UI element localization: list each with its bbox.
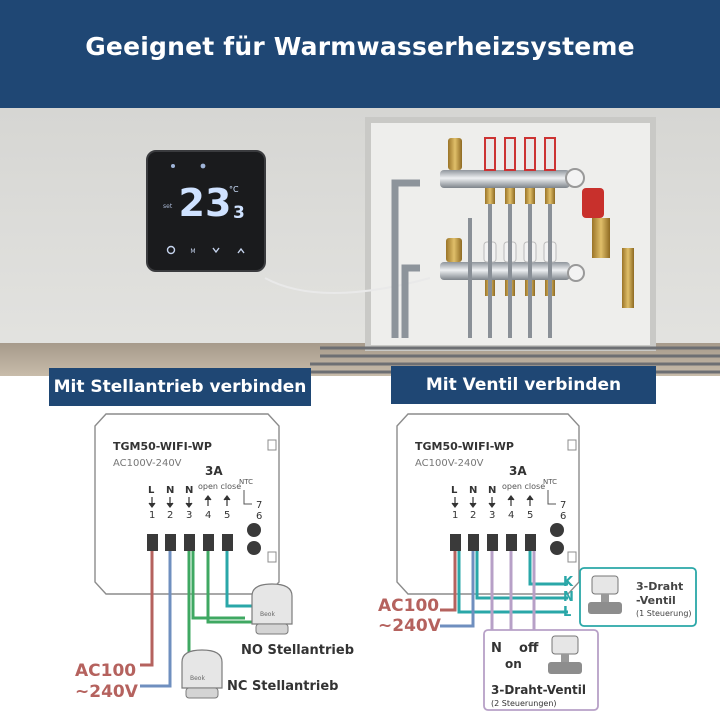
left-terminal-L: L xyxy=(148,485,155,496)
right-supply-line1: AC100 xyxy=(378,596,439,616)
right-terminal-num-1: 1 xyxy=(452,510,458,521)
circulation-pump xyxy=(582,188,634,308)
left-wire-N xyxy=(140,551,172,688)
right-terminal-num-2: 2 xyxy=(470,510,476,521)
left-terminal-num-1: 1 xyxy=(149,510,155,521)
valve1-sub: (1 Steuerung) xyxy=(636,609,692,618)
right-ntc-label: NTC xyxy=(543,478,557,486)
page-title: Geeignet für Warmwasserheizsysteme xyxy=(85,32,635,61)
right-terminal-num-4: 4 xyxy=(508,510,514,521)
nc-actuator-brand: Beok xyxy=(190,675,205,682)
flame-icon xyxy=(200,163,206,169)
thermostat-set-label: set xyxy=(163,203,173,210)
left-terminal-N1: N xyxy=(166,485,174,496)
left-terminal-num-2: 2 xyxy=(167,510,173,521)
left-wire-4 xyxy=(206,551,255,624)
valve-terminal-N: N xyxy=(563,590,574,605)
power-icon xyxy=(166,245,176,255)
header-banner: Geeignet für Warmwasserheizsysteme xyxy=(0,0,720,108)
thermostat-device: 23 3 °C set M xyxy=(146,150,266,272)
right-model-label: TGM50-WIFI-WP xyxy=(415,440,514,453)
no-actuator-brand: Beok xyxy=(260,611,275,618)
left-ntc-label: NTC xyxy=(239,478,253,486)
no-actuator-label: NO Stellantrieb xyxy=(241,643,354,658)
thermostat-unit: °C xyxy=(229,185,239,194)
right-wire-L-supply xyxy=(440,551,457,612)
wifi-icon xyxy=(171,164,175,168)
section-title-valve: Mit Ventil verbinden xyxy=(391,366,656,404)
chevron-down-icon xyxy=(212,247,220,254)
wiring-diagrams: TGM50-WIFI-WP AC100V-240V 3A open close … xyxy=(0,405,720,713)
right-terminal-num-5: 5 xyxy=(527,510,533,521)
left-ntc-num-6: 6 xyxy=(256,511,262,522)
left-sensor-terminal-b xyxy=(247,541,261,555)
valve-terminal-L: L xyxy=(563,605,571,620)
right-ntc-num-6: 6 xyxy=(560,511,566,522)
left-wire-5 xyxy=(225,551,258,608)
thermostat-decimal: 3 xyxy=(233,203,245,223)
right-wire-K-valve xyxy=(528,551,568,586)
valve2-off-label: off xyxy=(519,641,539,656)
scene-illustration: 23 3 °C set M xyxy=(0,108,720,376)
mode-icon: M xyxy=(190,248,195,255)
no-actuator: Beok xyxy=(251,583,293,635)
right-sensor-terminal-a xyxy=(550,523,564,537)
top-manifold xyxy=(440,137,585,204)
left-voltage-label: AC100V-240V xyxy=(113,458,182,469)
right-wire-N-supply xyxy=(440,551,475,628)
valve-terminal-K: K xyxy=(563,575,574,590)
right-terminal-L: L xyxy=(451,485,458,496)
right-sensor-terminal-b xyxy=(550,541,564,555)
wiring-svg: TGM50-WIFI-WP AC100V-240V 3A open close … xyxy=(75,413,697,711)
valve2-on-label: on xyxy=(505,657,522,671)
thermostat-temperature: 23 xyxy=(179,181,232,225)
valve2-sub: (2 Steuerungen) xyxy=(491,699,557,708)
left-supply-line1: AC100 xyxy=(75,661,136,681)
right-supply-line2: ~240V xyxy=(378,616,442,636)
installation-scene: 23 3 °C set M xyxy=(0,108,720,376)
left-open-close-label: open close xyxy=(198,482,241,491)
left-ntc-num-7: 7 xyxy=(256,500,262,511)
section-title-actuator: Mit Stellantrieb verbinden xyxy=(49,368,311,406)
right-voltage-label: AC100V-240V xyxy=(415,458,484,469)
nc-actuator-label: NC Stellantrieb xyxy=(227,679,338,694)
left-terminal-N2: N xyxy=(185,485,193,496)
left-terminal-num-5: 5 xyxy=(224,510,230,521)
nc-actuator: Beok xyxy=(181,649,223,699)
left-supply-line2: ~240V xyxy=(75,682,139,702)
valve2-title: 3-Draht-Ventil xyxy=(491,683,586,697)
chevron-up-icon xyxy=(237,247,245,254)
valve1-title2: -Ventil xyxy=(636,594,676,607)
left-wire-L xyxy=(140,551,154,667)
right-open-close-label: open close xyxy=(502,482,545,491)
right-wire-N-valve xyxy=(475,551,568,600)
valve2-box: N on off 3-Draht-Ventil (2 Steuerungen) xyxy=(483,629,599,711)
right-terminal-N2: N xyxy=(488,485,496,496)
right-terminal-num-3: 3 xyxy=(489,510,495,521)
right-current-label: 3A xyxy=(509,464,527,478)
left-terminal-num-4: 4 xyxy=(205,510,211,521)
left-sensor-terminal-a xyxy=(247,523,261,537)
right-ntc-num-7: 7 xyxy=(560,500,566,511)
left-model-label: TGM50-WIFI-WP xyxy=(113,440,212,453)
left-current-label: 3A xyxy=(205,464,223,478)
right-terminal-N1: N xyxy=(469,485,477,496)
valve1-box: 3-Draht -Ventil (1 Steuerung) xyxy=(579,567,697,627)
valve1-title: 3-Draht xyxy=(636,580,683,593)
left-terminal-num-3: 3 xyxy=(186,510,192,521)
right-wire-L-valve xyxy=(457,551,568,614)
left-module: TGM50-WIFI-WP AC100V-240V 3A open close … xyxy=(94,413,280,595)
valve2-N-label: N xyxy=(491,641,502,656)
right-module: TGM50-WIFI-WP AC100V-240V 3A open close … xyxy=(396,413,580,595)
